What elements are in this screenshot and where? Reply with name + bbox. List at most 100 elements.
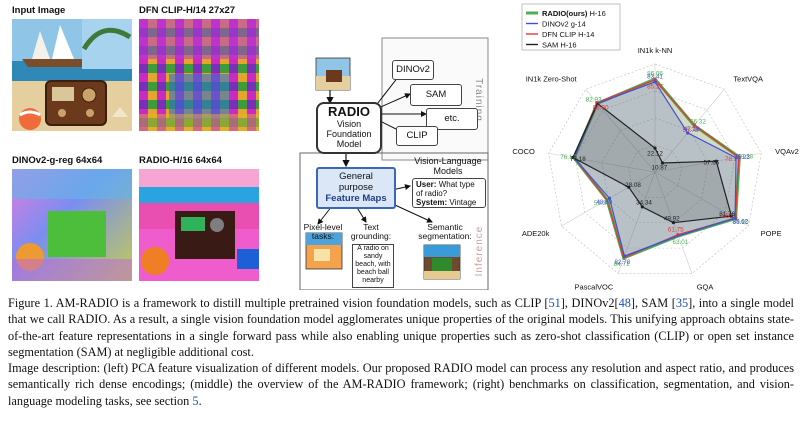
radio-title: RADIO [328,104,370,119]
radio-sub-1: Vision [336,119,362,129]
feature-maps-line-3: Feature Maps [325,193,387,204]
radio-sub-2: Foundation [326,129,372,139]
axis-label: COCO [512,147,535,156]
value-label-radio: 86.06 [647,71,663,78]
point-dinov2 [733,216,737,220]
sam-box: SAM [410,84,462,106]
radar-spoke [548,152,656,173]
axis-label: TextVQA [733,75,763,84]
citation-sam[interactable]: 35 [675,296,689,310]
citation-dinov2[interactable]: 48 [618,296,631,310]
citation-clip[interactable]: 51 [548,296,561,310]
value-label-radio: 56.32 [690,118,706,125]
vlm-user-label: User: [416,180,437,189]
point-dinov2 [622,254,627,258]
value-label-radio: 76.17 [560,154,576,161]
grounding-line-3: beach, with [355,261,391,268]
vlm-system-label: System: [416,198,448,207]
radar-spoke [654,152,762,173]
value-label-sam: 77.18 [570,156,586,163]
vlm-title-line-1: Vision-Language [414,156,482,166]
value-label-clip: 85.27 [647,83,663,90]
legend-box [521,3,621,51]
value-label-sam: 22.12 [647,151,663,158]
value-label-dinov2: 85.62 [732,219,748,226]
value-label-dinov2: 48.68 [596,199,612,206]
pixel-tasks-label: Pixel-level tasks: [298,223,348,241]
value-label-sam: 10.87 [651,164,667,171]
caption-text-1a: AM-RADIO is a framework to distill multi… [52,296,549,310]
feature-maps-line-1: General [339,171,373,182]
point-sam [640,205,644,209]
framework-diagram: Training RADIO Vision Foundation Model D… [286,0,490,290]
vlm-system-text: Vintage [449,198,477,207]
radar-spoke [654,171,749,227]
grounding-example-box: A radio on sandy beach, with beach ball … [352,244,394,288]
dinov2-image-title: DINOv2-g-reg 64x64 [12,155,103,166]
semantic-seg-line-2: segmentation: [418,231,472,241]
point-sam [627,185,631,189]
grounding-line-4: beach ball [357,269,389,276]
legend-entry: DINOv2 g-14 [542,20,586,29]
axis-label: POPE [761,229,782,238]
point-dinov2 [686,131,690,135]
value-label-radio: 84.71 [614,261,630,268]
value-label-dinov2: 76.23 [734,154,750,161]
inference-label: Inference [474,225,485,277]
section-link[interactable]: 5 [192,393,199,408]
vlm-title-line-2: Models [433,166,463,176]
input-beach-image [12,19,132,131]
radar-svg: IN1k k-NNTextVQAVQAv2POPEGQAPascalVOCADE… [512,3,799,292]
feature-maps-box: General purpose Feature Maps [316,167,396,209]
value-label-radio: 63.01 [672,239,688,246]
semantic-seg-line-1: Semantic [427,222,463,232]
text-grounding-label: Text grounding: [346,223,396,241]
radio-model-box: RADIO Vision Foundation Model [316,102,382,154]
axis-label: GQA [697,283,714,292]
point-dinov2 [734,156,738,160]
radio-image-title: RADIO-H/16 64x64 [139,155,222,166]
grounding-line-2: sandy [363,253,383,260]
radio-sub-3: Model [336,139,362,149]
value-label-radio: 86.20 [733,219,749,226]
point-dinov2 [607,196,612,200]
value-label-sam: 49.92 [664,215,680,222]
legend-entry: SAM H-16 [542,41,577,50]
semantic-seg-label: Semantic segmentation: [412,223,478,241]
vlm-title: Vision-Language Models [408,156,488,176]
grounding-line-5: nearby [362,277,384,284]
value-label-radio: 79.28 [737,154,753,161]
clip-image-title: DFN CLIP-H/14 27x27 [139,5,236,16]
inference-label-wrap: Inference [472,218,490,288]
caption-text-1d: ], into a single model that we call RADI… [8,296,794,359]
feature-maps-line-2: purpose [338,182,374,193]
axis-label: PascalVOC [575,283,614,292]
grounding-line-1: A radio on [357,245,389,252]
radio-pca-image [139,169,259,281]
grid-ring [601,117,709,224]
axis-label: IN1k k-NN [638,46,673,55]
point-sam [729,214,734,218]
dinov2-pca-image [12,169,132,281]
caption-text-2a: Image description: (left) PCA feature vi… [8,361,794,408]
grid-ring [548,63,762,274]
radar-spoke [654,89,725,173]
value-label-sam: 34.34 [636,200,652,207]
point-sam [660,161,665,165]
clip-pca-image [139,19,259,131]
value-label-dinov2: 83.41 [647,73,663,80]
caption-text-1b: ], DINOv2[ [560,296,619,310]
value-label-clip: 78.78 [725,156,741,163]
point-sam [653,146,657,150]
point-clip [737,155,741,159]
value-label-radio: 82.93 [586,96,602,103]
grid-ring [574,90,736,249]
value-label-clip: 85.91 [722,213,738,220]
text-grounding-line-2: grounding: [350,231,392,241]
value-label-radio: 51.34 [594,200,610,207]
value-label-sam: 81.76 [719,211,735,218]
value-label-clip: 56.78 [683,127,699,134]
vlm-dialog-box: User: What type of radio? System: Vintag… [412,178,486,208]
point-sam [714,159,718,163]
